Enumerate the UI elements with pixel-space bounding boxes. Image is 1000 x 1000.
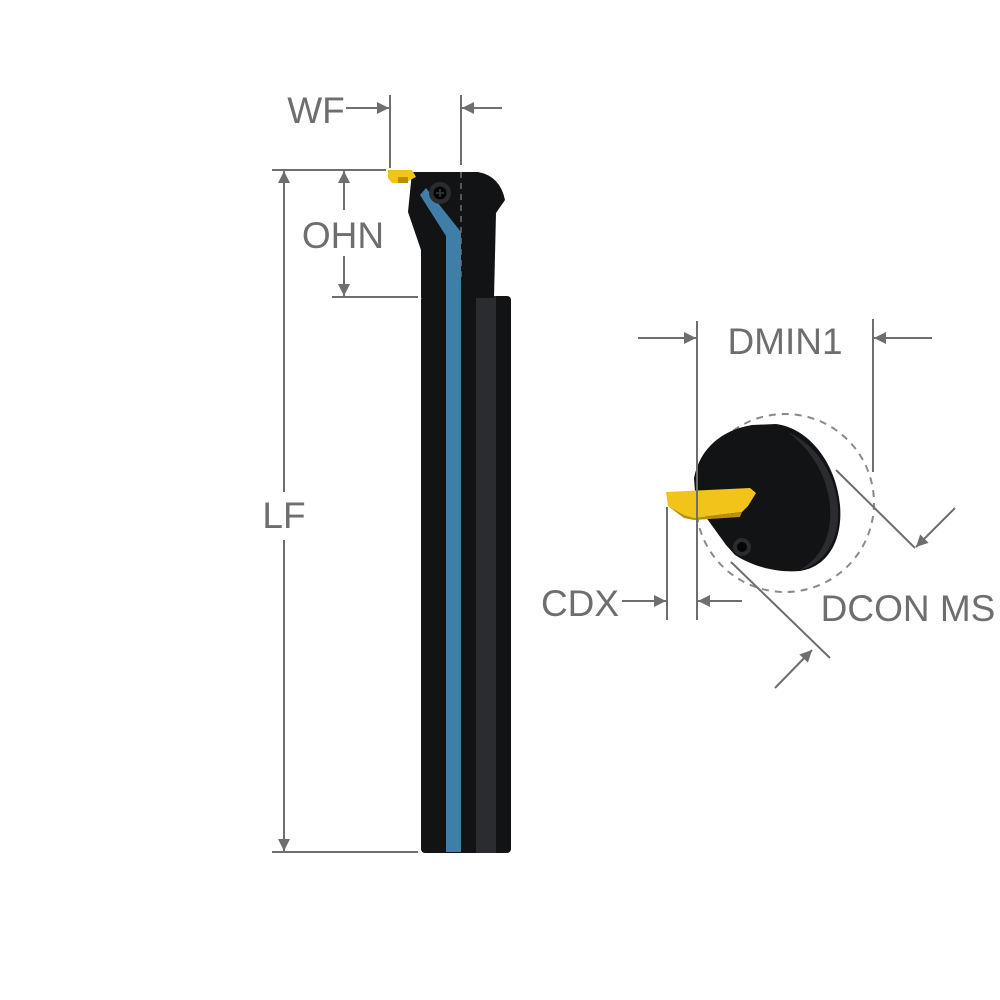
torx-screw-icon: [429, 182, 451, 204]
end-view-insert-shadow: [668, 506, 742, 520]
end-view-insert: [666, 488, 756, 518]
dimension-dmin1: DMIN1: [638, 319, 932, 620]
label-ohn: OHN: [302, 215, 384, 256]
label-dmin1: DMIN1: [727, 321, 842, 362]
label-dcon-ms: DCON MS: [821, 588, 996, 629]
bar-shank-highlight: [476, 296, 496, 853]
boring-bar-end-view: [666, 413, 875, 593]
bar-shank: [421, 296, 511, 853]
dimension-dcon-ms: DCON MS: [730, 469, 996, 689]
dimension-ohn: OHN: [272, 169, 418, 298]
label-wf: WF: [287, 90, 345, 131]
label-cdx: CDX: [541, 583, 619, 624]
boring-bar-side-view: [388, 170, 511, 853]
coolant-channel: [420, 188, 461, 852]
grooving-insert: [388, 170, 416, 183]
end-view-head: [694, 424, 841, 572]
torx-screw-icon: [733, 538, 751, 556]
dimension-lf: LF: [262, 171, 418, 853]
label-lf: LF: [262, 495, 305, 536]
dimension-wf: WF: [287, 90, 502, 168]
insert-seat-shadow: [398, 177, 408, 183]
dimension-cdx: CDX: [541, 507, 742, 624]
